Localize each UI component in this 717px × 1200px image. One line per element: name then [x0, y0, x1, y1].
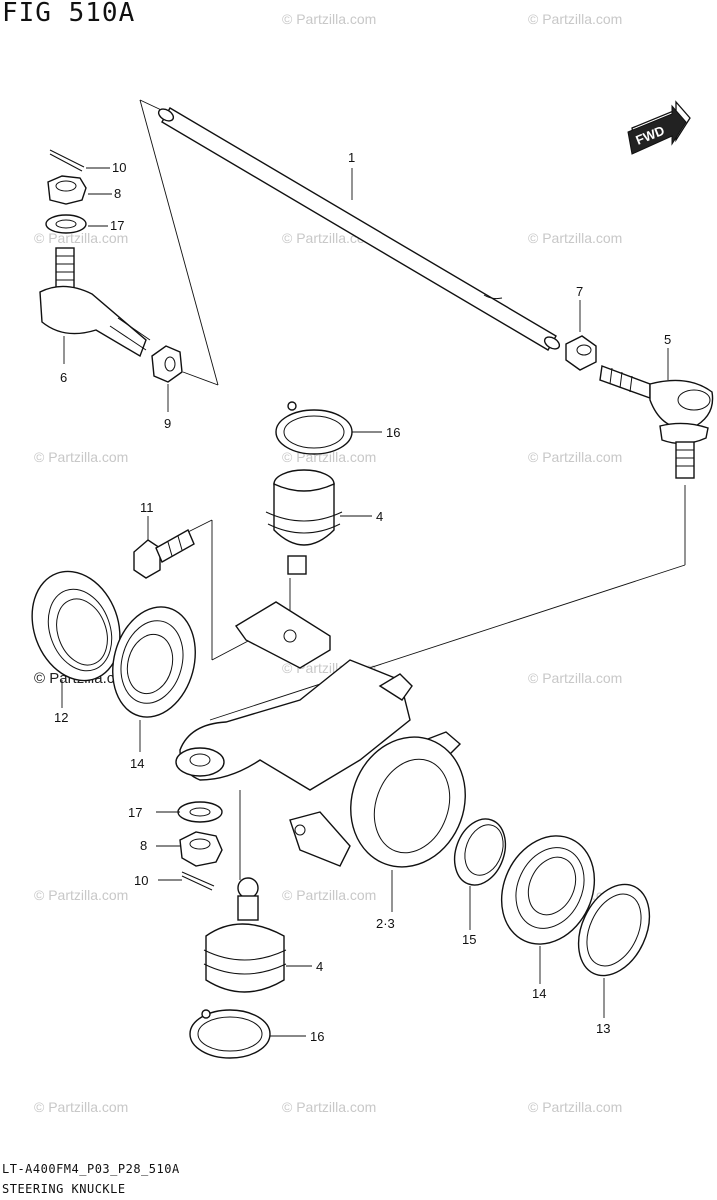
callout-7: 7 — [576, 284, 583, 299]
watermark: © Partzilla.com — [34, 1099, 128, 1115]
watermarks: © Partzilla.com © Partzilla.com © Partzi… — [34, 11, 622, 1115]
nut-part-9 — [151, 345, 183, 383]
snap-ring-part-16-upper — [275, 401, 353, 455]
castle-nut-part-8-upper — [47, 175, 87, 205]
oil-seal-part-12 — [31, 570, 121, 682]
callout-2-3: 2·3 — [376, 916, 395, 931]
callout-15: 15 — [462, 932, 476, 947]
callout-8: 8 — [114, 186, 121, 201]
watermark: © Partzilla.com — [528, 1099, 622, 1115]
callout-17: 17 — [110, 218, 124, 233]
callout-8: 8 — [140, 838, 147, 853]
watermark: © Partzilla.com — [528, 449, 622, 465]
callout-1: 1 — [348, 150, 355, 165]
bolt-part-11 — [133, 529, 195, 579]
callout-12: 12 — [54, 710, 68, 725]
diagram-code: LT-A400FM4_P03_P28_510A — [2, 1162, 180, 1176]
watermark: © Partzilla.com — [282, 887, 376, 903]
washer-part-17-upper — [45, 214, 87, 234]
callout-16: 16 — [386, 425, 400, 440]
watermark: © Partzilla.com — [282, 1099, 376, 1115]
tie-rod-end-part-6 — [39, 247, 151, 358]
callout-11: 11 — [140, 500, 154, 515]
washer-part-17-lower — [177, 801, 223, 823]
collar-part-15 — [453, 818, 507, 886]
callout-4: 4 — [376, 509, 383, 524]
figure-title: FIG 510A — [2, 0, 136, 28]
callout-16: 16 — [310, 1029, 324, 1044]
oil-seal-part-13 — [577, 883, 651, 977]
callout-17: 17 — [128, 805, 142, 820]
ball-joint-part-4-lower — [203, 877, 287, 993]
callout-6: 6 — [60, 370, 67, 385]
callout-10: 10 — [134, 873, 148, 888]
tie-rod-part-1 — [157, 107, 561, 351]
diagram-caption: STEERING KNUCKLE — [2, 1182, 126, 1196]
watermark: © Partzilla.com — [528, 230, 622, 246]
callout-10: 10 — [112, 160, 126, 175]
watermark: © Partzilla.com — [34, 887, 128, 903]
castle-nut-part-8-lower — [179, 831, 223, 867]
watermark: © Partzilla.com — [34, 230, 128, 246]
fwd-direction-badge: FWD — [627, 100, 691, 155]
callout-13: 13 — [596, 1021, 610, 1036]
tie-rod-end-part-5 — [599, 365, 714, 479]
watermark: © Partzilla.com — [528, 11, 622, 27]
callout-9: 9 — [164, 416, 171, 431]
callout-labels: 10 8 17 6 9 1 7 5 16 4 11 12 14 17 8 10 … — [54, 150, 671, 1044]
bearing-part-14-left — [112, 606, 196, 718]
ball-joint-part-4-upper — [265, 469, 343, 575]
steering-knuckle-part-2-3 — [175, 601, 466, 868]
leader-lines — [61, 167, 669, 1037]
lock-nut-part-7 — [565, 335, 597, 371]
cotter-pin-part-10-lower — [181, 871, 215, 891]
watermark: © Partzilla.com — [282, 11, 376, 27]
callout-14: 14 — [130, 756, 144, 771]
cotter-pin-part-10-upper — [49, 149, 85, 172]
callout-5: 5 — [664, 332, 671, 347]
watermark: © Partzilla.com — [34, 449, 128, 465]
snap-ring-part-16-lower — [189, 1009, 271, 1059]
watermark: © Partzilla.com — [528, 670, 622, 686]
callout-14: 14 — [532, 986, 546, 1001]
bearing-part-14-right — [500, 835, 596, 945]
callout-4: 4 — [316, 959, 323, 974]
